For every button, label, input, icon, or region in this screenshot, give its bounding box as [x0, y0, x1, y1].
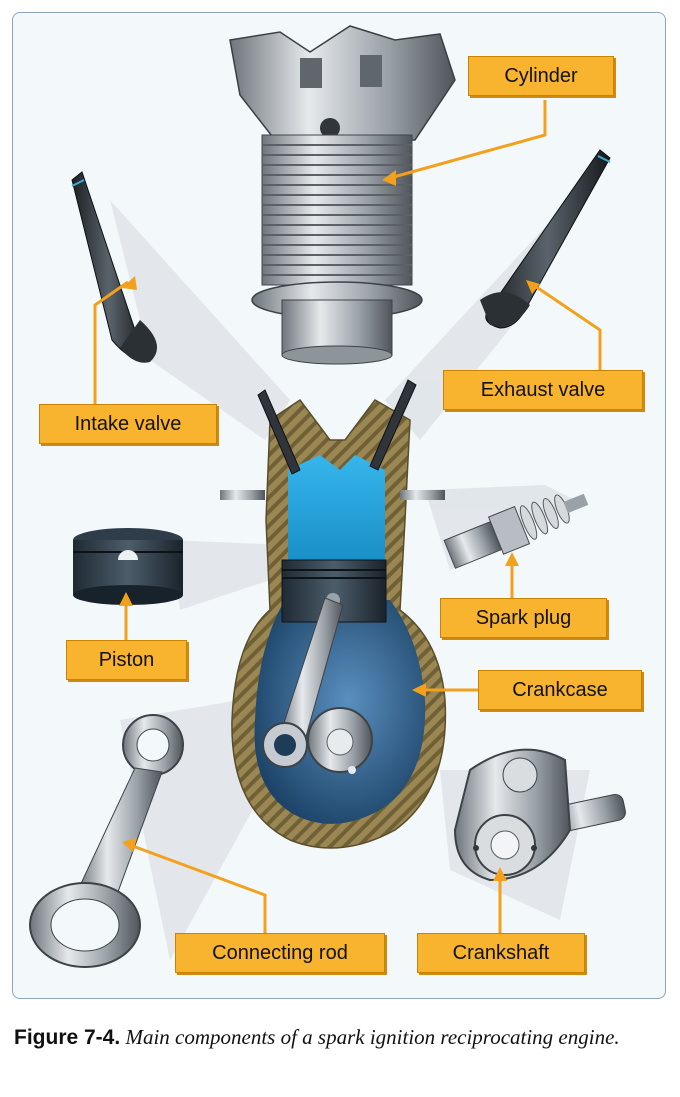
label-exhaust-valve: Exhaust valve: [443, 370, 643, 410]
label-cylinder: Cylinder: [468, 56, 614, 96]
crankshaft-illustration: [453, 748, 626, 882]
engine-cross-section: [220, 379, 447, 849]
figure-caption: Figure 7-4. Main components of a spark i…: [14, 1022, 666, 1053]
label-crankcase: Crankcase: [478, 670, 642, 710]
connecting-rod-illustration: [29, 714, 184, 968]
label-piston: Piston: [66, 640, 187, 680]
label-intake-valve: Intake valve: [39, 404, 217, 444]
figure-caption-text: Main components of a spark ignition reci…: [125, 1025, 620, 1049]
piston-illustration: [73, 528, 183, 605]
exhaust-valve-illustration: [480, 149, 611, 329]
cylinder-illustration: [229, 25, 456, 365]
engine-diagram: [29, 25, 626, 968]
label-crankshaft: Crankshaft: [417, 933, 585, 973]
leader-arrowheads: [119, 170, 540, 881]
label-spark-plug: Spark plug: [440, 598, 607, 638]
label-connecting-rod: Connecting rod: [175, 933, 385, 973]
leader-lines: [93, 100, 602, 935]
figure-number: Figure 7-4.: [14, 1026, 121, 1049]
spark-plug-illustration: [443, 493, 589, 569]
intake-valve-illustration: [71, 171, 158, 363]
